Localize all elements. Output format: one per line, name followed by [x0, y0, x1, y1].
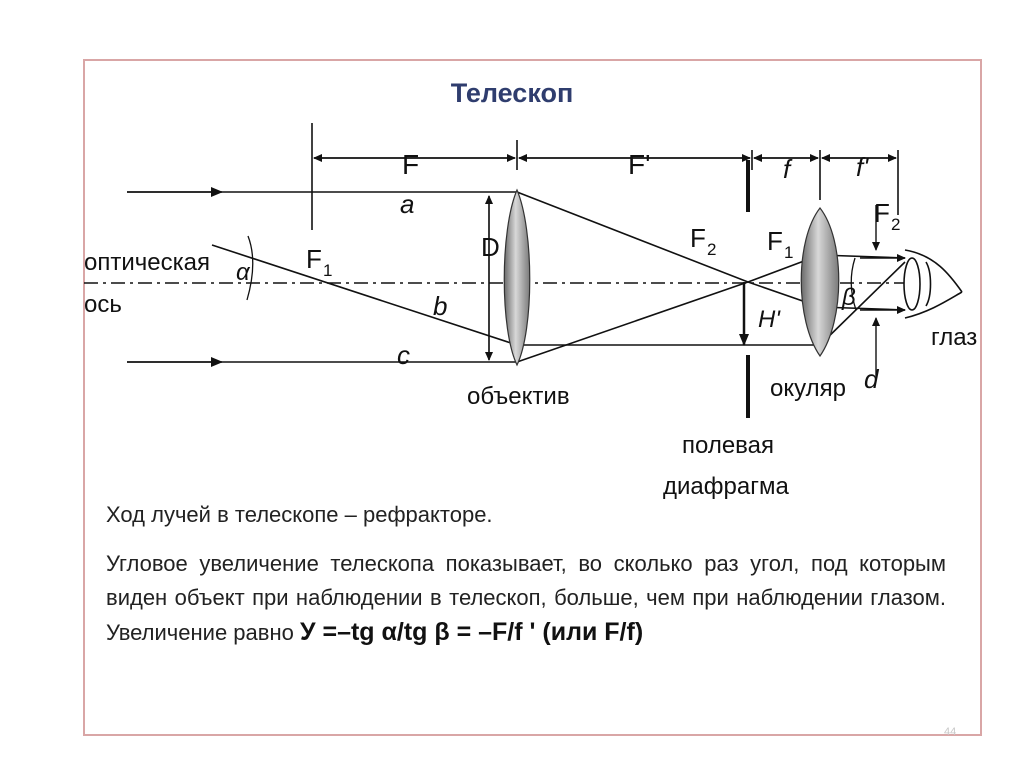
label-alpha: α [236, 259, 251, 286]
label-eye: глаз [931, 324, 977, 351]
label-D: D [481, 232, 500, 262]
label-ray-c: c [397, 340, 410, 370]
label-d: d [864, 364, 880, 394]
label-ray-a: a [400, 189, 414, 219]
beta-arc [850, 257, 857, 311]
explanation-text: Угловое увеличение телескопа показывает,… [106, 551, 946, 645]
label-eyepiece: окуляр [770, 375, 846, 402]
subscript-1-left: 1 [323, 261, 332, 280]
label-f-prime: f' [856, 152, 869, 182]
label-F1-left: F [306, 244, 322, 274]
subscript-2-mid: 2 [707, 240, 716, 259]
label-F2-mid: F [690, 223, 706, 253]
label-field-stop-line1: полевая [682, 432, 774, 459]
page-number: 44 [944, 726, 957, 738]
label-beta: β [841, 284, 856, 311]
label-H-prime: H' [758, 306, 781, 333]
caption-text: Ход лучей в телескопе – рефракторе. [106, 502, 493, 527]
explanation-paragraph: Угловое увеличение телескопа показывает,… [106, 547, 946, 650]
subscript-1-right: 1 [784, 243, 793, 262]
label-F1-right: F [767, 226, 783, 256]
label-optical-axis-line2: ось [84, 291, 122, 318]
label-field-stop-line2: диафрагма [663, 473, 789, 500]
label-ray-b: b [433, 291, 447, 321]
label-optical-axis-line1: оптическая [84, 249, 210, 276]
objective-lens [503, 188, 531, 367]
label-F2-right: F [874, 198, 890, 228]
eye-icon [903, 249, 963, 319]
slide-frame [83, 59, 982, 736]
label-objective: объектив [467, 383, 570, 410]
magnification-formula: У =–tg α/tg β = –F/f ' (или F/f) [299, 618, 644, 646]
label-F-prime: F' [628, 149, 650, 180]
label-F: F [402, 149, 419, 180]
subscript-2-right: 2 [891, 215, 900, 234]
alpha-arc [246, 235, 254, 301]
label-f: f [783, 154, 793, 184]
eyepiece-lens [800, 207, 840, 358]
slide-title: Телескоп [450, 78, 574, 108]
